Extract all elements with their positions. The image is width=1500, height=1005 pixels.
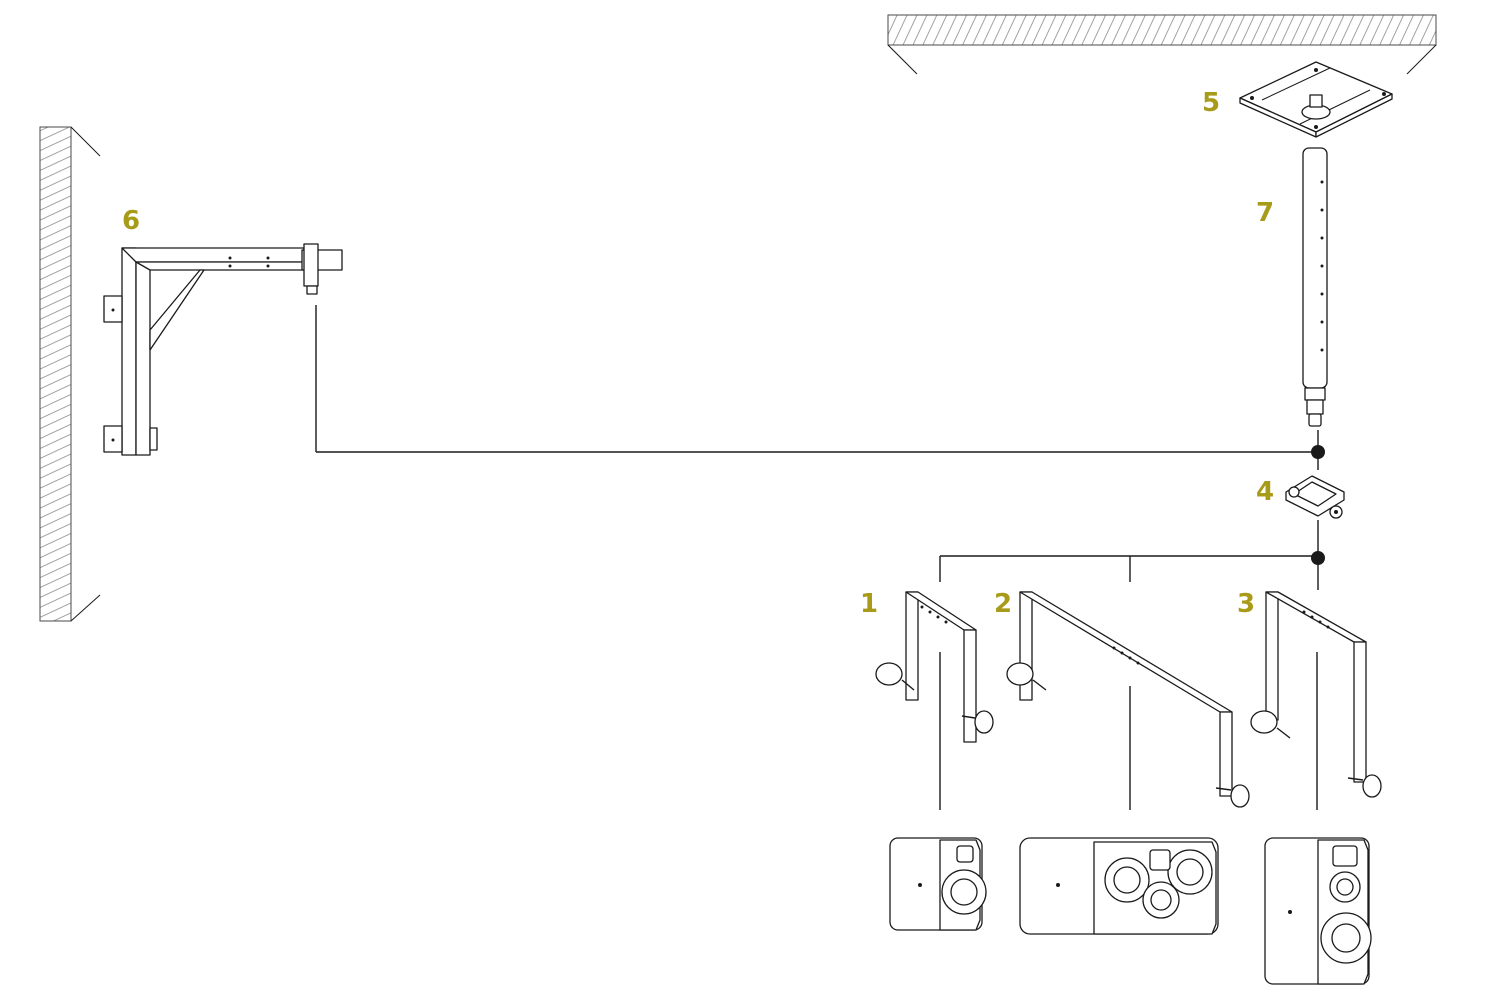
bracket-wide (1006, 591, 1250, 808)
label-part-2: 2 (994, 589, 1013, 619)
label-part-3: 3 (1237, 589, 1256, 619)
ceiling-plate (1239, 61, 1393, 138)
extension-pole (1302, 147, 1328, 427)
ceiling-surface (887, 14, 1437, 75)
connector-node-upper (1311, 445, 1325, 459)
swivel-adapter (1285, 475, 1345, 519)
label-part-6: 6 (122, 206, 141, 236)
label-part-1: 1 (860, 589, 879, 619)
label-part-4: 4 (1256, 477, 1275, 507)
label-part-5: 5 (1202, 88, 1221, 118)
speaker-tall (1264, 837, 1372, 985)
bracket-small (875, 591, 994, 743)
connector-node-lower (1311, 551, 1325, 565)
label-part-7: 7 (1256, 198, 1275, 228)
speaker-small (889, 837, 987, 931)
wall-arm-bracket (103, 243, 343, 456)
wall-surface (39, 126, 101, 622)
speaker-wide (1019, 837, 1219, 935)
bracket-tall (1250, 591, 1382, 798)
connector-lines (315, 305, 1319, 810)
